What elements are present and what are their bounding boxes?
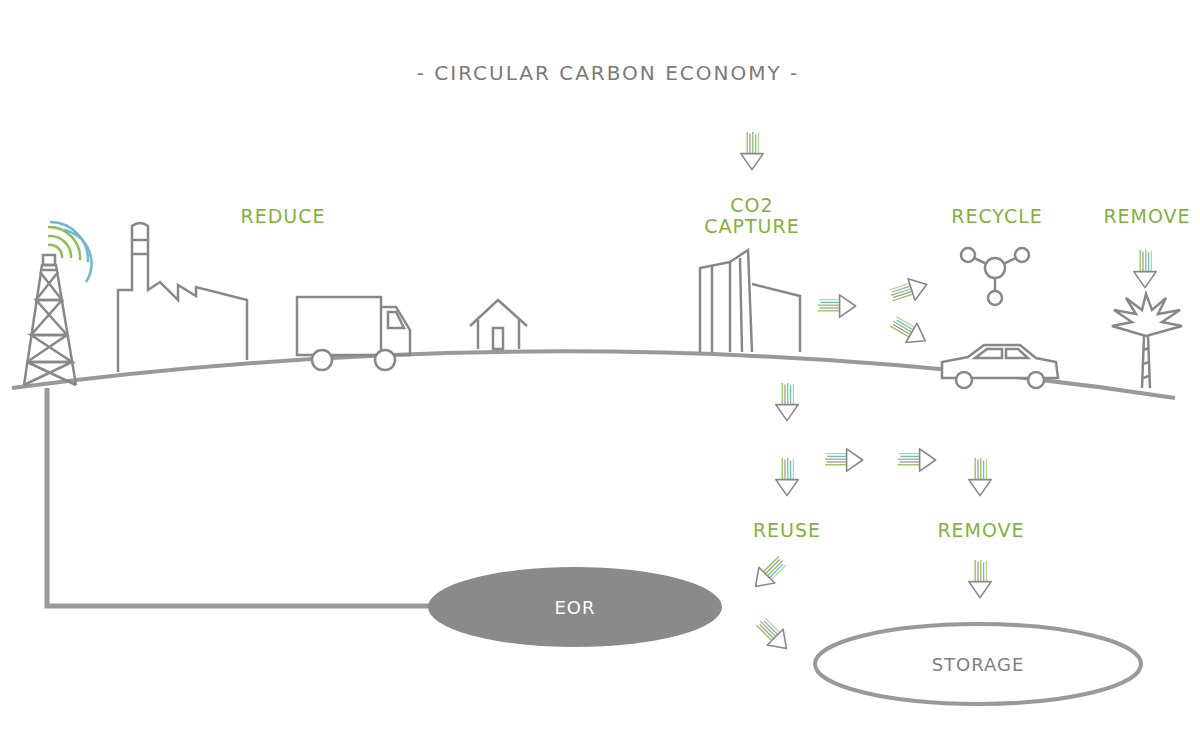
node-text: EOR [554, 597, 595, 618]
ellipse-node: EOR [428, 567, 722, 647]
palm-tree [1112, 294, 1182, 388]
diagram-title: - CIRCULAR CARBON ECONOMY - [417, 62, 800, 84]
stage-label: RECYCLE [951, 206, 1043, 227]
pipe-line [47, 388, 430, 606]
stage-label: CO2 CAPTURE [702, 195, 802, 237]
oil-rig [24, 255, 76, 385]
house [470, 300, 527, 349]
capture-building [700, 250, 800, 352]
factory [118, 223, 247, 372]
flow-arrows [741, 132, 1156, 656]
stage-label: REMOVE [1103, 206, 1190, 227]
node-text: STORAGE [932, 654, 1025, 675]
stage-label: REMOVE [937, 520, 1024, 541]
stage-label: REUSE [753, 520, 821, 541]
truck [297, 297, 410, 370]
molecule-icon [961, 248, 1029, 305]
ellipse-node: STORAGE [813, 622, 1143, 706]
signal-waves [48, 222, 92, 282]
stage-label: REDUCE [240, 206, 325, 227]
car [942, 345, 1058, 388]
